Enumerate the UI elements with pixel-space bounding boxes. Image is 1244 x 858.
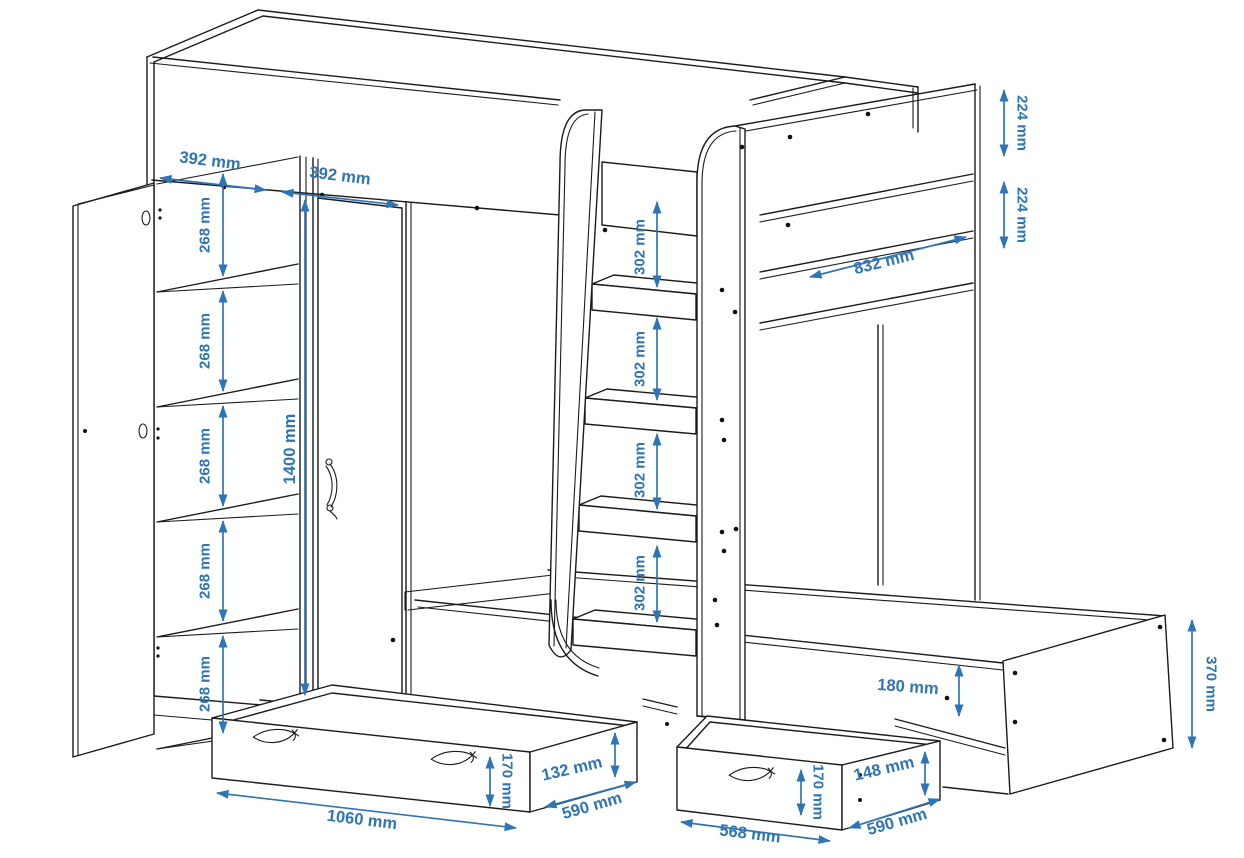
dim-label-headboard-gap-1: 224 mm bbox=[1014, 95, 1031, 151]
dim-label-shelf-gap-5: 268 mm bbox=[197, 656, 214, 712]
dim-label-shelf-gap-4: 268 mm bbox=[197, 543, 214, 599]
dim-label-ladder-gap-3: 302 mm bbox=[632, 442, 649, 498]
dim-label-wardrobe-width-left: 392 mm bbox=[178, 148, 241, 173]
dim-label-ladder-gap-1: 302 mm bbox=[632, 219, 649, 275]
dim-label-drawer-right-front-height: 170 mm bbox=[810, 764, 827, 820]
dim-label-headboard-width: 832 mm bbox=[852, 246, 916, 278]
dim-label-headboard-gap-2: 224 mm bbox=[1014, 187, 1031, 243]
dim-label-ladder-gap-4: 302 mm bbox=[632, 555, 649, 611]
dim-label-ladder-gap-2: 302 mm bbox=[632, 331, 649, 387]
dim-label-shelf-gap-2: 268 mm bbox=[197, 313, 214, 369]
wardrobe-door-closed bbox=[317, 197, 403, 711]
dim-label-drawer-left-width: 1060 mm bbox=[326, 807, 398, 833]
drawer-left bbox=[211, 684, 638, 813]
dim-label-base-clearance: 180 mm bbox=[877, 676, 940, 698]
ladder bbox=[548, 109, 719, 677]
bed-foot-panel bbox=[696, 125, 746, 721]
wardrobe-shelves bbox=[156, 263, 299, 750]
dim-label-wardrobe-height: 1400 mm bbox=[281, 414, 299, 485]
ladder-step-4 bbox=[572, 609, 719, 657]
dim-label-drawer-right-width: 568 mm bbox=[718, 821, 781, 846]
wardrobe-door-open bbox=[72, 182, 155, 758]
dim-label-shelf-gap-3: 268 mm bbox=[197, 428, 214, 484]
dim-label-base-height: 370 mm bbox=[1203, 656, 1220, 712]
dim-label-shelf-gap-1: 268 mm bbox=[197, 197, 214, 253]
upper-bed-frame bbox=[146, 9, 919, 697]
ladder-step-2 bbox=[584, 388, 719, 435]
headboard-shelf-unit bbox=[734, 83, 981, 601]
dim-label-drawer-left-front-height: 170 mm bbox=[499, 753, 516, 809]
door-handle bbox=[325, 458, 338, 520]
wardrobe bbox=[72, 155, 412, 758]
fitting-dots bbox=[83, 111, 1167, 802]
